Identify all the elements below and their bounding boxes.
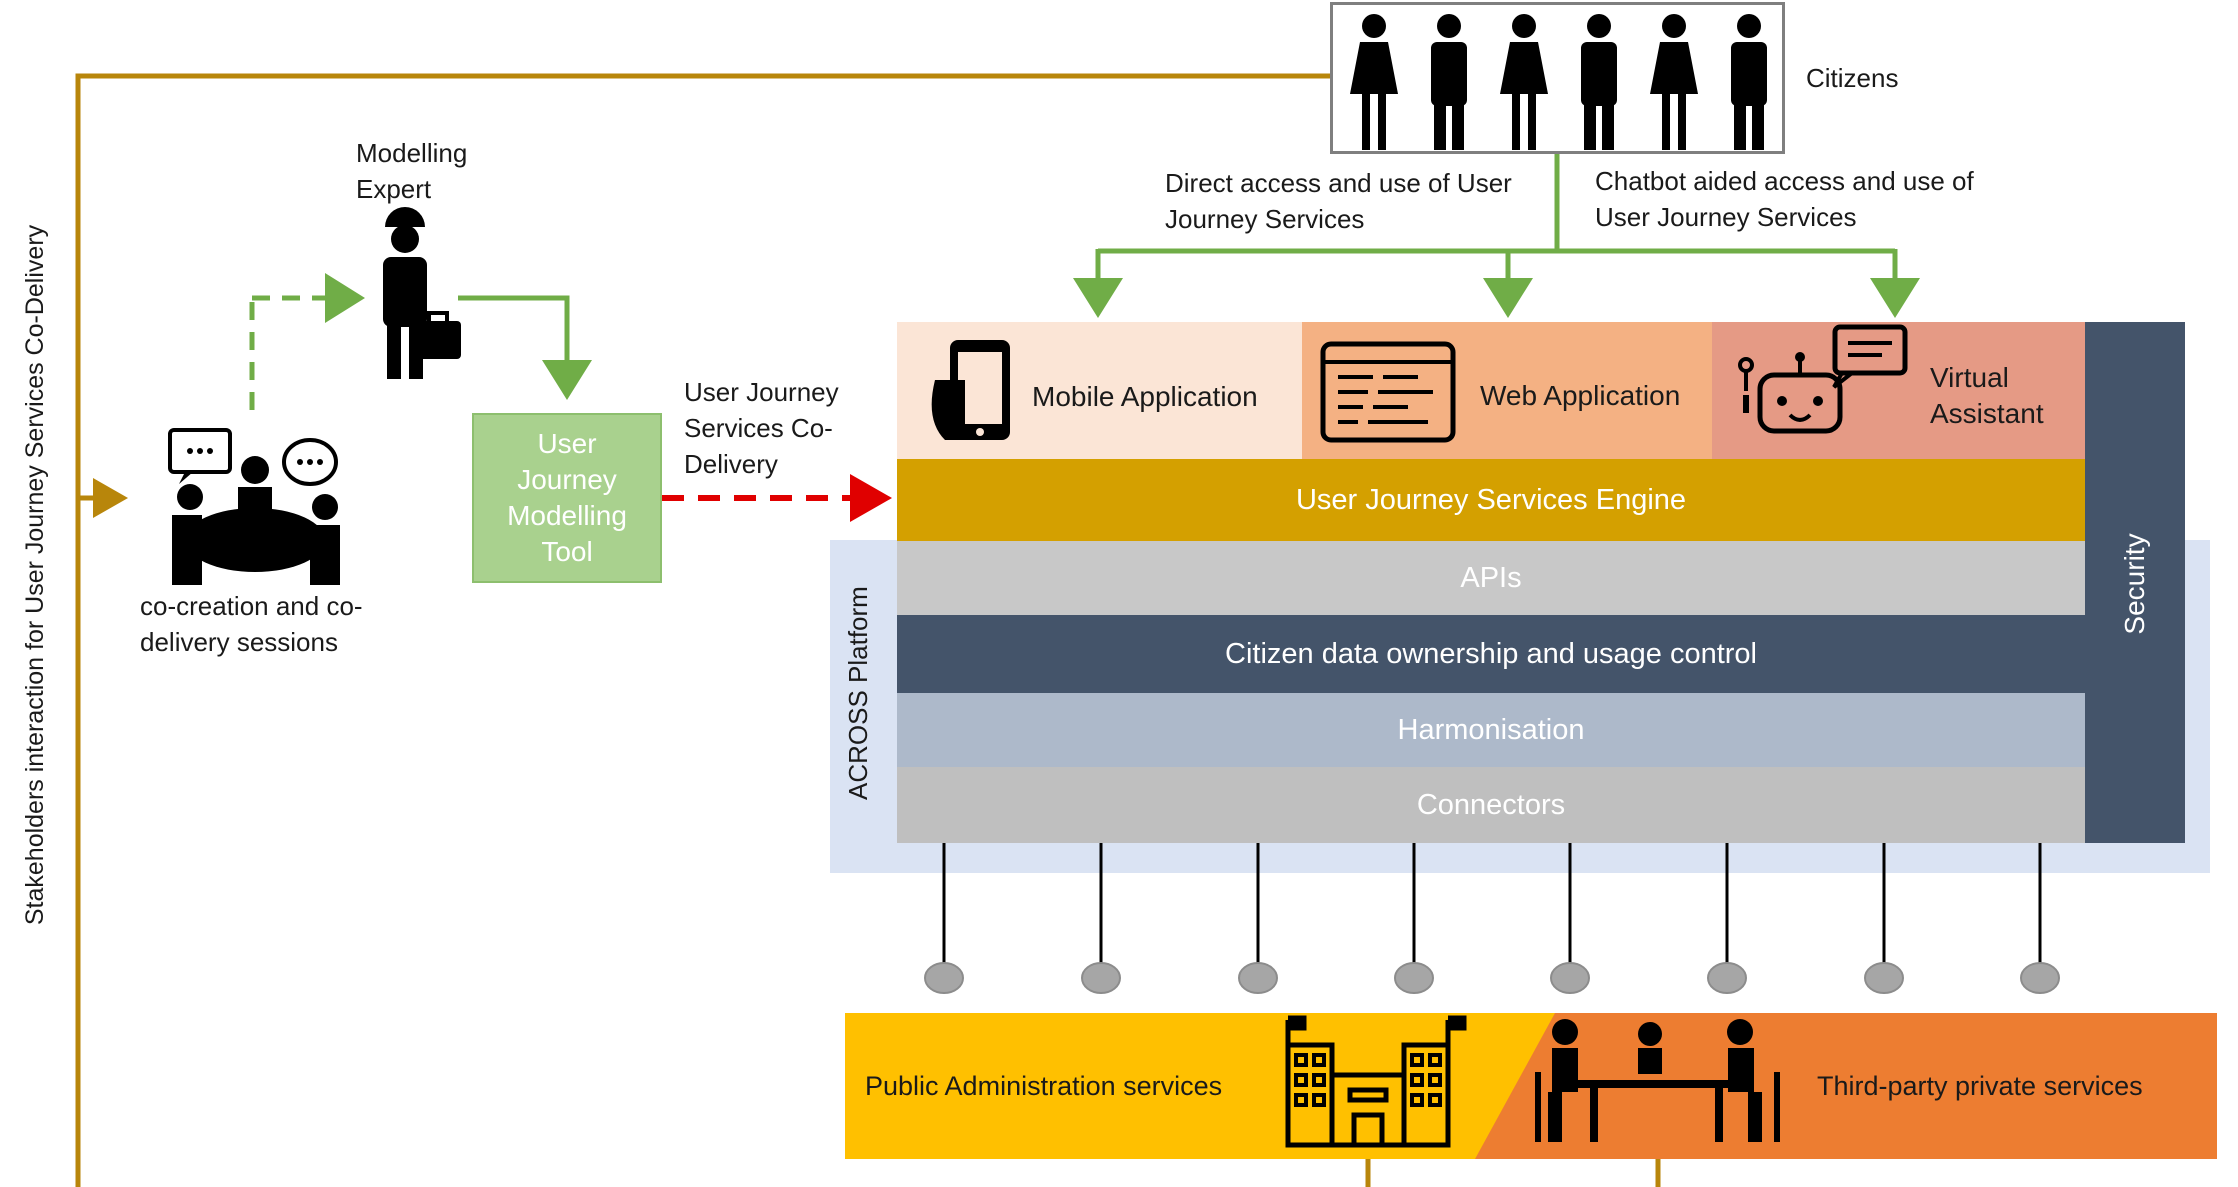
connector-pins <box>942 843 2042 965</box>
connector-node-icon <box>1864 962 1904 994</box>
apis-layer-label: APIs <box>1460 561 1522 594</box>
connector-node-icon <box>1081 962 1121 994</box>
direct-access-label: Direct access and use of User Journey Se… <box>1165 168 1512 234</box>
apis-layer: APIs <box>897 541 2085 615</box>
engine-layer: User Journey Services Engine <box>897 459 2085 541</box>
public-administration-label: Public Administration services <box>865 1071 1223 1101</box>
stakeholders-label: Stakeholders interaction for User Journe… <box>21 224 49 926</box>
modelling-expert-icon <box>383 207 461 379</box>
chatbot-robot-icon <box>1738 324 1908 434</box>
modelling-tool-box[interactable]: User Journey Modelling Tool <box>472 413 662 583</box>
government-building-icon <box>1285 1015 1467 1148</box>
connector-node-icon <box>1550 962 1590 994</box>
cocreation-meeting-icon <box>168 428 340 585</box>
codelivery-label: User Journey Services Co-Delivery <box>684 377 839 479</box>
ownership-layer-label: Citizen data ownership and usage control <box>1225 637 1757 670</box>
connector-node-icon <box>1394 962 1434 994</box>
citizens-icon <box>1350 14 1767 150</box>
connectors-layer-label: Connectors <box>1416 788 1566 821</box>
private-services-label: Third-party private services <box>1817 1071 2143 1101</box>
connector-node-icon <box>2020 962 2060 994</box>
connector-node-icon <box>1238 962 1278 994</box>
expert-flow-lines <box>249 273 592 410</box>
connector-node-icon <box>924 962 964 994</box>
citizens-label: Citizens <box>1806 63 1899 93</box>
security-bar <box>2085 322 2185 843</box>
connectors-layer: Connectors <box>897 767 2085 843</box>
cocreation-label: co-creation and co-delivery sessions <box>140 591 363 657</box>
web-browser-icon <box>1320 341 1456 443</box>
connector-node-icon <box>1707 962 1747 994</box>
modelling-tool-label: User Journey Modelling Tool <box>507 428 627 567</box>
mobile-application-label: Mobile Application <box>1032 381 1258 412</box>
modelling-expert-label: Modelling Expert <box>356 138 468 204</box>
engine-layer-label: User Journey Services Engine <box>1295 483 1687 516</box>
citizen-access-lines <box>1073 154 1920 318</box>
ownership-layer: Citizen data ownership and usage control <box>897 615 2085 693</box>
business-meeting-icon <box>1535 1019 1780 1142</box>
virtual-assistant-label: Virtual Assistant <box>1930 362 2044 429</box>
virtual-assistant-panel[interactable] <box>1712 322 2085 459</box>
harmonisation-layer-label: Harmonisation <box>1397 713 1585 746</box>
web-application-label: Web Application <box>1480 380 1681 411</box>
stakeholder-loop-line <box>75 73 1661 1187</box>
harmonisation-layer: Harmonisation <box>897 693 2085 767</box>
mobile-phone-icon <box>931 340 1010 440</box>
citizens-box <box>1330 2 1785 154</box>
chatbot-access-label: Chatbot aided access and use of User Jou… <box>1595 166 1974 232</box>
